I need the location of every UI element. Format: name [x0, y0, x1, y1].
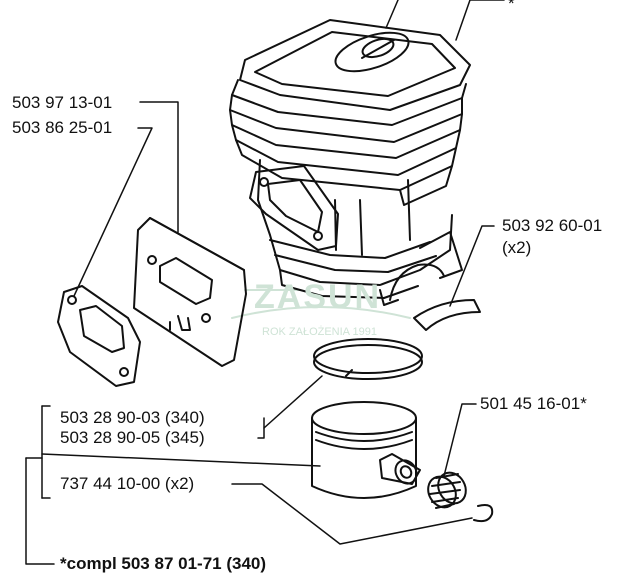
label-gasket-a: 503 97 13-01	[12, 93, 113, 112]
label-ring-345: 503 28 90-05 (345)	[60, 428, 205, 447]
circlip	[473, 504, 494, 523]
heat-insulator	[413, 299, 481, 331]
needle-bearing	[427, 471, 467, 509]
label-bearing: 501 45 16-01*	[480, 394, 587, 413]
exhaust-flange-gasket	[57, 285, 141, 387]
cylinder	[229, 19, 471, 306]
piston	[311, 401, 421, 499]
leader-lines	[25, 0, 505, 565]
label-insulator-qty: (x2)	[502, 238, 532, 257]
gasket	[133, 217, 247, 367]
watermark-brand: ZASUN	[254, 278, 382, 316]
label-ring-340: 503 28 90-03 (340)	[60, 408, 205, 427]
label-complete: *compl 503 87 01-71 (340)	[60, 554, 267, 573]
watermark-logo	[231, 289, 411, 319]
label-circlip: 737 44 10-00 (x2)	[60, 474, 195, 493]
watermark-tagline: ROK ZAŁOŻENIA 1991	[262, 326, 377, 338]
label-top-asterisk: *	[508, 0, 515, 13]
label-gasket-b: 503 86 25-01	[12, 118, 113, 137]
piston-ring	[313, 338, 423, 380]
label-insulator: 503 92 60-01	[502, 216, 603, 235]
